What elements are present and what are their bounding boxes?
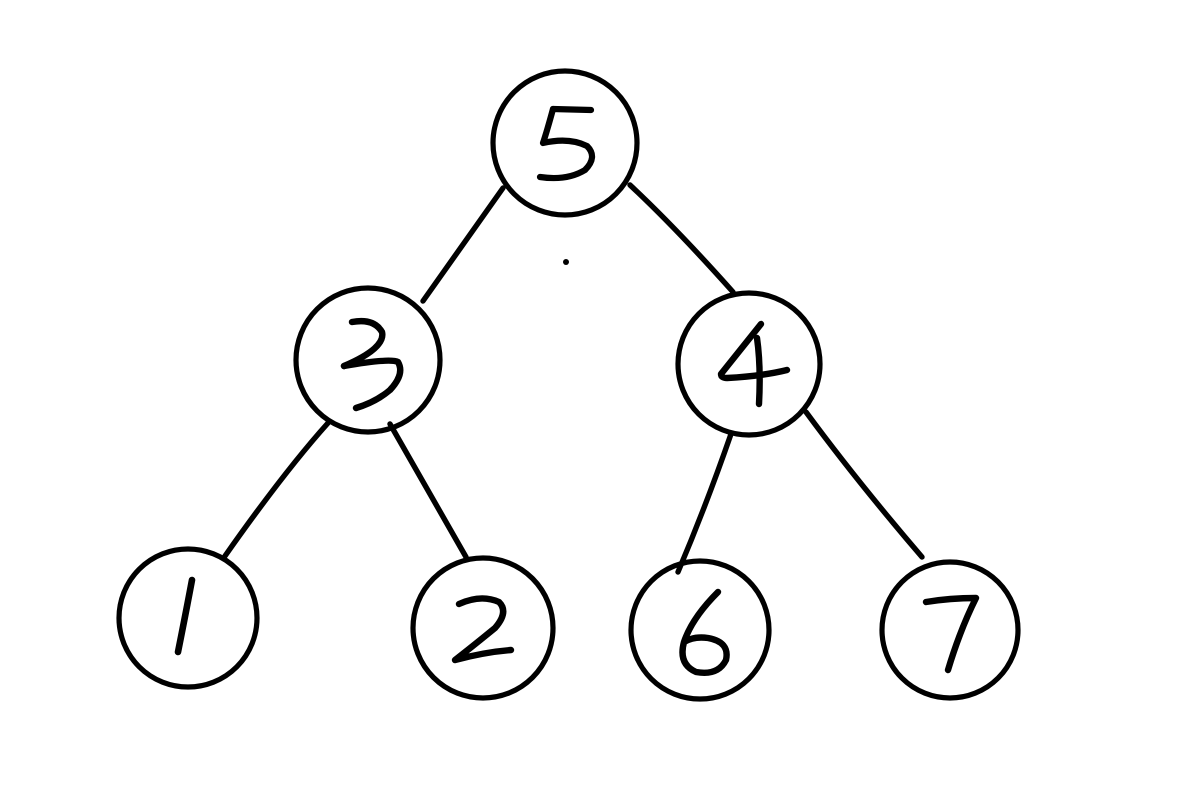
node-label-2 xyxy=(451,595,515,664)
numeral-stroke xyxy=(340,357,404,412)
nodes-layer xyxy=(116,68,1021,702)
node-circle-3 xyxy=(293,285,443,435)
numeral-stroke xyxy=(536,105,596,182)
tree-edge-4-6 xyxy=(675,431,734,575)
node-circle-7 xyxy=(879,559,1021,701)
node-label-7 xyxy=(922,594,980,674)
node-circle-2 xyxy=(410,555,556,701)
node-label-1 xyxy=(174,576,196,656)
tree-edge-3-2 xyxy=(387,421,469,560)
numeral-stroke xyxy=(174,576,196,656)
numeral-stroke xyxy=(753,334,763,408)
node-label-3 xyxy=(340,317,404,412)
tree-node-4[interactable] xyxy=(675,290,823,438)
node-circle-4 xyxy=(675,290,823,438)
node-label-6 xyxy=(679,588,730,676)
numeral-stroke xyxy=(340,317,386,370)
ink-speck xyxy=(563,259,569,265)
numeral-stroke xyxy=(549,105,595,114)
tree-node-3[interactable] xyxy=(293,285,443,435)
node-circle-1 xyxy=(116,546,260,690)
tree-node-7[interactable] xyxy=(879,559,1021,701)
tree-node-1[interactable] xyxy=(116,546,260,690)
tree-edge-5-3 xyxy=(420,185,506,304)
numeral-stroke xyxy=(922,594,980,674)
edges-layer xyxy=(222,182,925,575)
node-label-4 xyxy=(717,320,791,408)
tree-node-5[interactable] xyxy=(490,68,640,218)
numeral-stroke xyxy=(717,320,791,382)
tree-node-2[interactable] xyxy=(410,555,556,701)
node-circle-6 xyxy=(628,558,772,702)
node-label-5 xyxy=(536,105,596,182)
numeral-stroke xyxy=(679,588,730,676)
specks-layer xyxy=(563,259,569,265)
numeral-stroke xyxy=(451,595,515,664)
tree-edge-5-4 xyxy=(627,182,736,295)
tree-edge-3-1 xyxy=(222,420,331,559)
tree-node-6[interactable] xyxy=(628,558,772,702)
tree-edge-4-7 xyxy=(803,409,925,560)
node-circle-5 xyxy=(490,68,640,218)
